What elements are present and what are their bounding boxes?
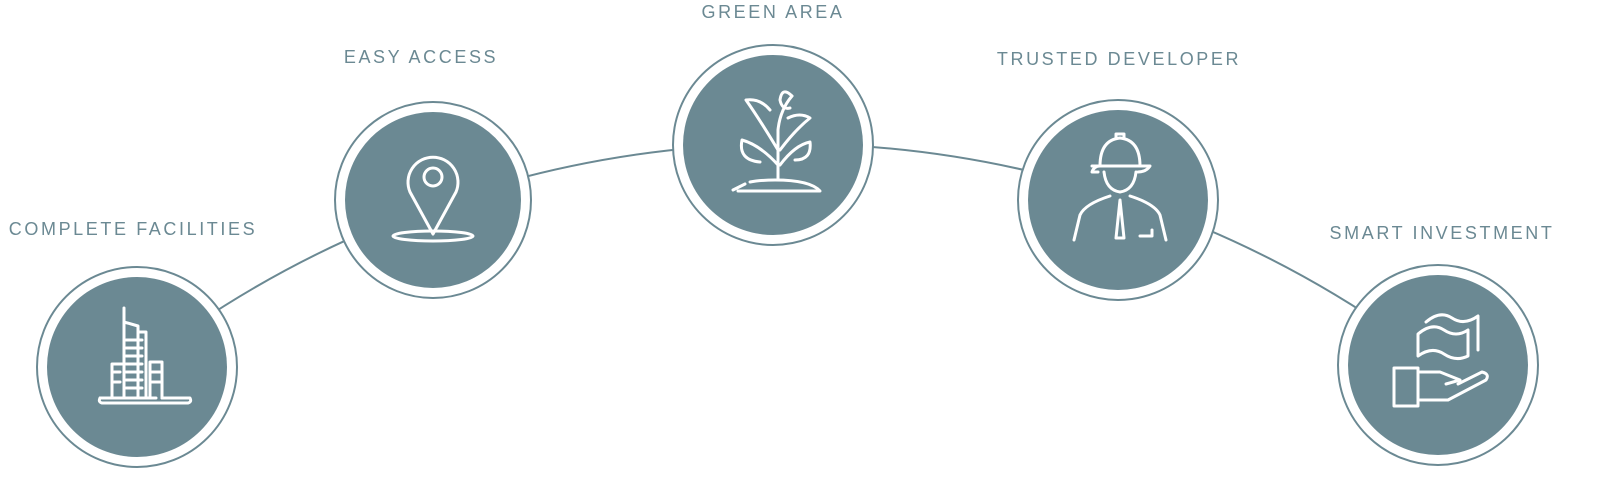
label-green-area: GREEN AREA — [701, 2, 845, 22]
label-complete-facilities: COMPLETE FACILITIES — [8, 219, 258, 239]
label-trusted-developer: TRUSTED DEVELOPER — [996, 49, 1242, 69]
buildings-icon — [97, 306, 193, 405]
money-hand-icon — [1392, 313, 1489, 408]
engineer-icon — [1072, 132, 1168, 242]
label-easy-access: EASY ACCESS — [343, 47, 499, 67]
location-pin-icon — [391, 155, 475, 243]
plant-icon — [731, 90, 822, 193]
label-smart-investment: SMART INVESTMENT — [1329, 223, 1555, 243]
